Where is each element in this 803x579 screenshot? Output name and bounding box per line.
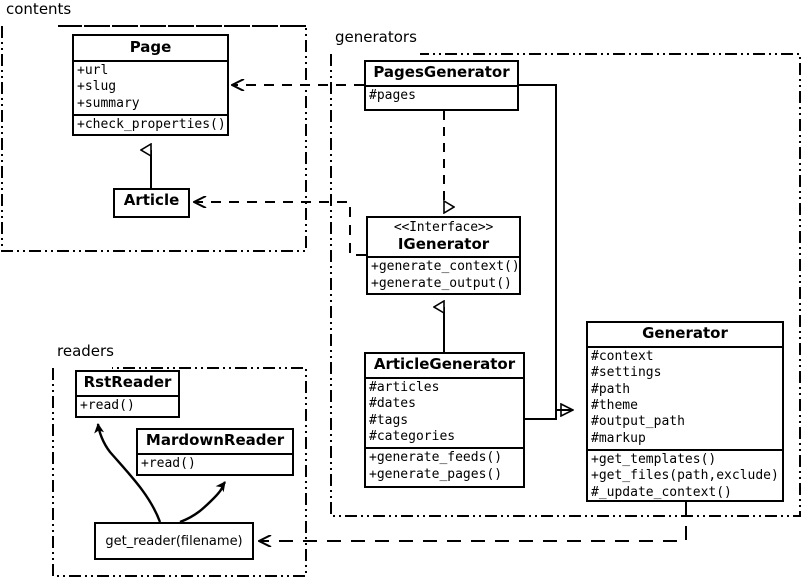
operation-generate-feeds: +generate_feeds() [369, 450, 503, 466]
class-operations-articlegenerator: +generate_feeds() +generate_pages() [366, 447, 523, 485]
operation-get-templates: +get_templates() [591, 452, 717, 468]
class-name-generator: Generator [642, 324, 728, 342]
class-operations-page: +check_properties() [74, 113, 227, 135]
class-box-generator[interactable]: Generator #context #settings #path #them… [586, 321, 784, 502]
class-operations-rstreader: +read() [77, 394, 178, 416]
class-name-label-igenerator: IGenerator [397, 234, 490, 253]
operation-read-rstreader: +read() [80, 397, 135, 413]
attribute-slug: +slug [77, 79, 117, 95]
class-operations-igenerator: +generate_context() +generate_output() [368, 256, 520, 294]
package-label-generators: generators [333, 28, 419, 46]
attribute-tags: #tags [369, 412, 409, 428]
class-box-igenerator[interactable]: <<Interface>> IGenerator +generate_conte… [366, 216, 521, 295]
attribute-dates: #dates [369, 396, 416, 412]
class-box-page[interactable]: Page +url +slug +summary +check_properti… [72, 34, 229, 136]
package-label-contents: contents [4, 0, 74, 18]
class-name-page: Page [129, 38, 172, 56]
attribute-categories: #categories [369, 428, 456, 444]
attribute-theme: #theme [591, 397, 638, 413]
class-name-rstreader: RstReader [83, 373, 172, 391]
attribute-output-path: #output_path [591, 414, 685, 430]
class-attributes-generator: #context #settings #path #theme #output_… [588, 345, 782, 449]
attribute-context: #context [591, 348, 654, 364]
class-attributes-articlegenerator: #articles #dates #tags #categories [366, 376, 523, 448]
attribute-markup: #markup [591, 430, 646, 446]
class-operations-mardownreader: +read() [138, 452, 292, 474]
class-name-pagesgenerator: PagesGenerator [373, 63, 510, 81]
class-box-articlegenerator[interactable]: ArticleGenerator #articles #dates #tags … [364, 352, 525, 488]
class-attributes-pagesgenerator: #pages [366, 84, 517, 106]
edge-get-reader-creates-markdownreader [179, 481, 226, 524]
attribute-settings: #settings [591, 365, 662, 381]
operation-check-properties: +check_properties() [77, 116, 226, 132]
class-attributes-page: +url +slug +summary [74, 59, 227, 114]
class-name-mardownreader: MardownReader [145, 431, 285, 449]
class-name-articlegenerator: ArticleGenerator [373, 355, 516, 373]
function-label-get-reader: get_reader(filename) [105, 533, 243, 549]
operation-update-context: #_update_context() [591, 484, 732, 500]
edge-generator-uses-get-reader [259, 502, 687, 541]
class-box-mardownreader[interactable]: MardownReader +read() [136, 428, 294, 476]
operation-generate-output: +generate_output() [371, 275, 512, 291]
class-box-article[interactable]: Article [113, 188, 190, 218]
class-stereotype-igenerator: <<Interface>> [393, 220, 494, 235]
attribute-summary: +summary [77, 95, 140, 111]
edge-articlegenerator-inherits-generator [525, 409, 573, 420]
class-box-rstreader[interactable]: RstReader +read() [75, 370, 180, 418]
class-name-article: Article [123, 191, 180, 209]
operation-read-mardownreader: +read() [141, 455, 196, 471]
function-box-get-reader[interactable]: get_reader(filename) [94, 522, 254, 560]
operation-get-files: +get_files(path,exclude) [591, 468, 779, 484]
attribute-articles: #articles [369, 379, 440, 395]
class-name-igenerator: <<Interface>> IGenerator [368, 218, 519, 256]
operation-generate-context: +generate_context() [371, 259, 520, 275]
operation-generate-pages: +generate_pages() [369, 466, 503, 482]
attribute-pages: #pages [369, 87, 416, 103]
class-operations-generator: +get_templates() +get_files(path,exclude… [588, 449, 782, 503]
package-label-readers: readers [55, 342, 116, 360]
edge-pagesgenerator-inherits-generator [519, 84, 573, 410]
attribute-path: #path [591, 381, 631, 397]
edge-igenerator-uses-article [194, 202, 366, 256]
attribute-url: +url [77, 62, 109, 78]
class-box-pagesgenerator[interactable]: PagesGenerator #pages [364, 60, 519, 111]
